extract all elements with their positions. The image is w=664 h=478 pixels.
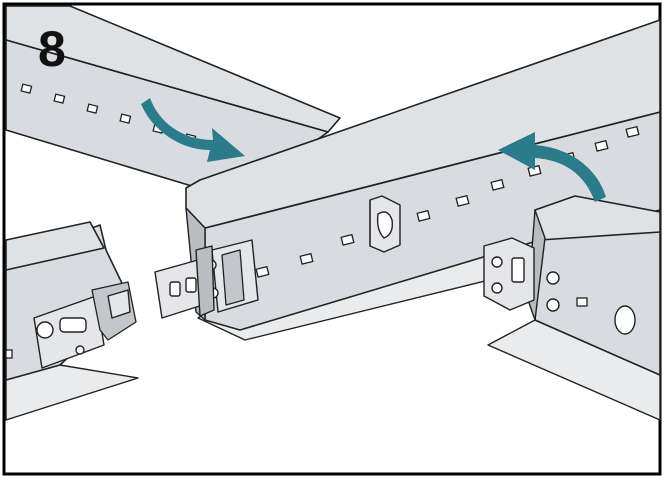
right-rail-holes bbox=[546, 271, 636, 335]
main-rail-tab bbox=[369, 195, 401, 253]
left-rail-clip bbox=[33, 281, 137, 369]
curved-arrow-icon bbox=[141, 98, 245, 162]
arrow-left bbox=[141, 98, 245, 162]
arrow-right bbox=[498, 132, 606, 202]
right-rail-end-clip bbox=[483, 237, 535, 311]
main-rail-end-clip bbox=[154, 239, 259, 319]
right-rail bbox=[483, 195, 661, 421]
left-rail bbox=[5, 221, 139, 421]
curved-arrow-icon bbox=[498, 132, 606, 202]
step-number: 8 bbox=[38, 21, 66, 77]
